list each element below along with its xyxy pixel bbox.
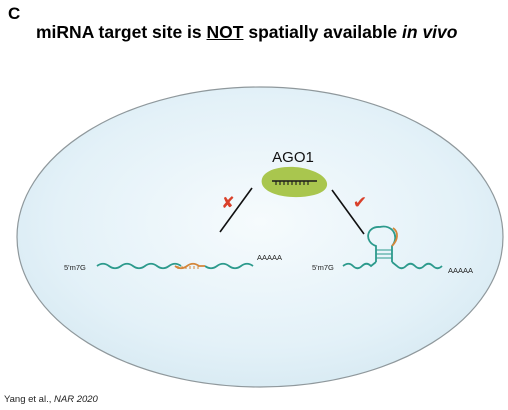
right-connector (331, 189, 365, 235)
right-target-site (391, 227, 398, 247)
left-mrna-cap: 5'm7G (64, 263, 86, 272)
panel-letter: C (8, 4, 21, 23)
ago1-protein (261, 166, 328, 198)
right-mrna-strand-5prime (342, 261, 377, 270)
citation-source: NAR 2020 (54, 394, 98, 405)
figure-title: miRNA target site is NOT spatially avail… (36, 22, 457, 43)
left-mrna-strand (96, 262, 254, 270)
right-mrna-strand-3prime (391, 261, 443, 270)
citation-authors: Yang et al., (4, 394, 54, 405)
mirna-bases (275, 181, 309, 185)
right-stem-pairs (376, 249, 392, 259)
title-italic: in vivo (402, 22, 458, 42)
left-mrna-tail: AAAAA (257, 253, 282, 262)
right-mrna: 5'm7G AAAAA (312, 225, 473, 275)
title-emphasis: NOT (206, 22, 244, 42)
cell-outline (16, 86, 504, 388)
right-stem-loop (367, 225, 397, 262)
accessible-mark: ✔ (353, 193, 367, 213)
citation: Yang et al., NAR 2020 (4, 394, 98, 405)
title-part-1: miRNA target site is (36, 22, 207, 42)
blocked-mark: ✘ (221, 193, 234, 212)
left-mrna: 5'm7G AAAAA (64, 253, 282, 272)
title-part-2: spatially available (243, 22, 403, 42)
left-target-ticks (177, 266, 199, 269)
right-mrna-cap: 5'm7G (312, 263, 334, 272)
left-target-site (174, 262, 205, 270)
ago1-label: AGO1 (272, 149, 314, 166)
left-connector (219, 187, 253, 233)
right-mrna-tail: AAAAA (448, 266, 473, 275)
